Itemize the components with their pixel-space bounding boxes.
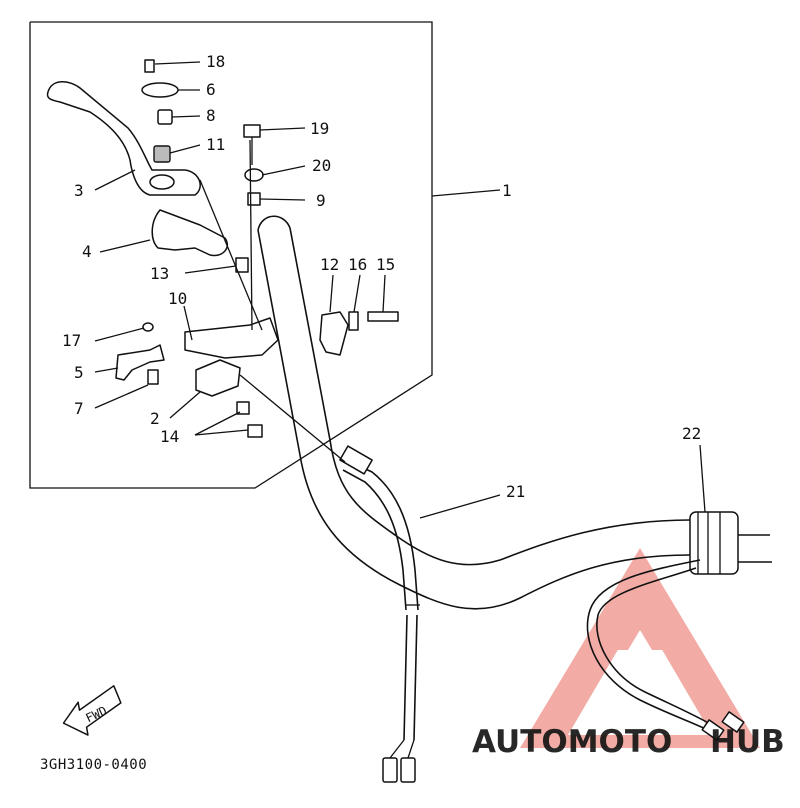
- callout-16: 16: [348, 255, 367, 274]
- lever-5: [115, 344, 165, 381]
- bracket-10: [184, 317, 279, 359]
- callout-6: 6: [206, 80, 216, 99]
- screw-7: [147, 369, 159, 385]
- callout-10: 10: [168, 289, 187, 308]
- washer-16: [348, 311, 359, 331]
- callout-3: 3: [74, 181, 84, 200]
- lever-hardware: [115, 59, 399, 438]
- callout-21: 21: [506, 482, 525, 501]
- callout-8: 8: [206, 106, 216, 125]
- screw-13: [235, 257, 249, 273]
- callout-5: 5: [74, 363, 84, 382]
- watermark-logo: [520, 548, 760, 748]
- callout-12: 12: [320, 255, 339, 274]
- nut-9: [247, 192, 261, 206]
- assembly-outline: [29, 21, 433, 489]
- bolt-19-head: [243, 124, 261, 138]
- clutch-cable: [339, 445, 420, 783]
- handlebar-grip: [689, 511, 739, 575]
- bolt-8: [157, 109, 173, 125]
- watermark-text-accent: HUB: [710, 724, 785, 760]
- bolt-18: [144, 59, 155, 73]
- switch-wire: [586, 559, 745, 741]
- leader-lines: [94, 61, 706, 519]
- callout-9: 9: [316, 191, 326, 210]
- callout-14: 14: [160, 427, 179, 446]
- callout-13: 13: [150, 264, 169, 283]
- callout-1: 1: [502, 181, 512, 200]
- clutch-lever: [46, 81, 201, 196]
- watermark-text: AUTOMOTO HUB: [472, 724, 785, 760]
- watermark-text-main: AUTOMOTO: [472, 724, 672, 760]
- callout-22: 22: [682, 424, 701, 443]
- holder-4: [151, 209, 229, 257]
- callout-2: 2: [150, 409, 160, 428]
- callout-4: 4: [82, 242, 92, 261]
- callout-19: 19: [310, 119, 329, 138]
- callout-15: 15: [376, 255, 395, 274]
- callout-7: 7: [74, 399, 84, 418]
- callout-17: 17: [62, 331, 81, 350]
- drawing-code: 3GH3100-0400: [40, 757, 147, 773]
- forward-arrow: FWD: [62, 685, 122, 736]
- washer-20: [244, 168, 264, 182]
- nut-14a: [236, 401, 250, 415]
- plate-6: [141, 82, 179, 98]
- clamp-12: [319, 311, 349, 356]
- callout-11: 11: [206, 135, 225, 154]
- callout-18: 18: [206, 52, 225, 71]
- callout-20: 20: [312, 156, 331, 175]
- holder-2: [195, 359, 241, 397]
- nut-17: [142, 322, 154, 332]
- callouts: 18 6 8 11 3 4 13 10 17 5 7 2 14 19 20 9 …: [62, 52, 701, 501]
- bolt-15: [367, 311, 399, 322]
- spring-11: [153, 145, 171, 163]
- nut-14b: [247, 424, 263, 438]
- handlebar: [257, 215, 772, 610]
